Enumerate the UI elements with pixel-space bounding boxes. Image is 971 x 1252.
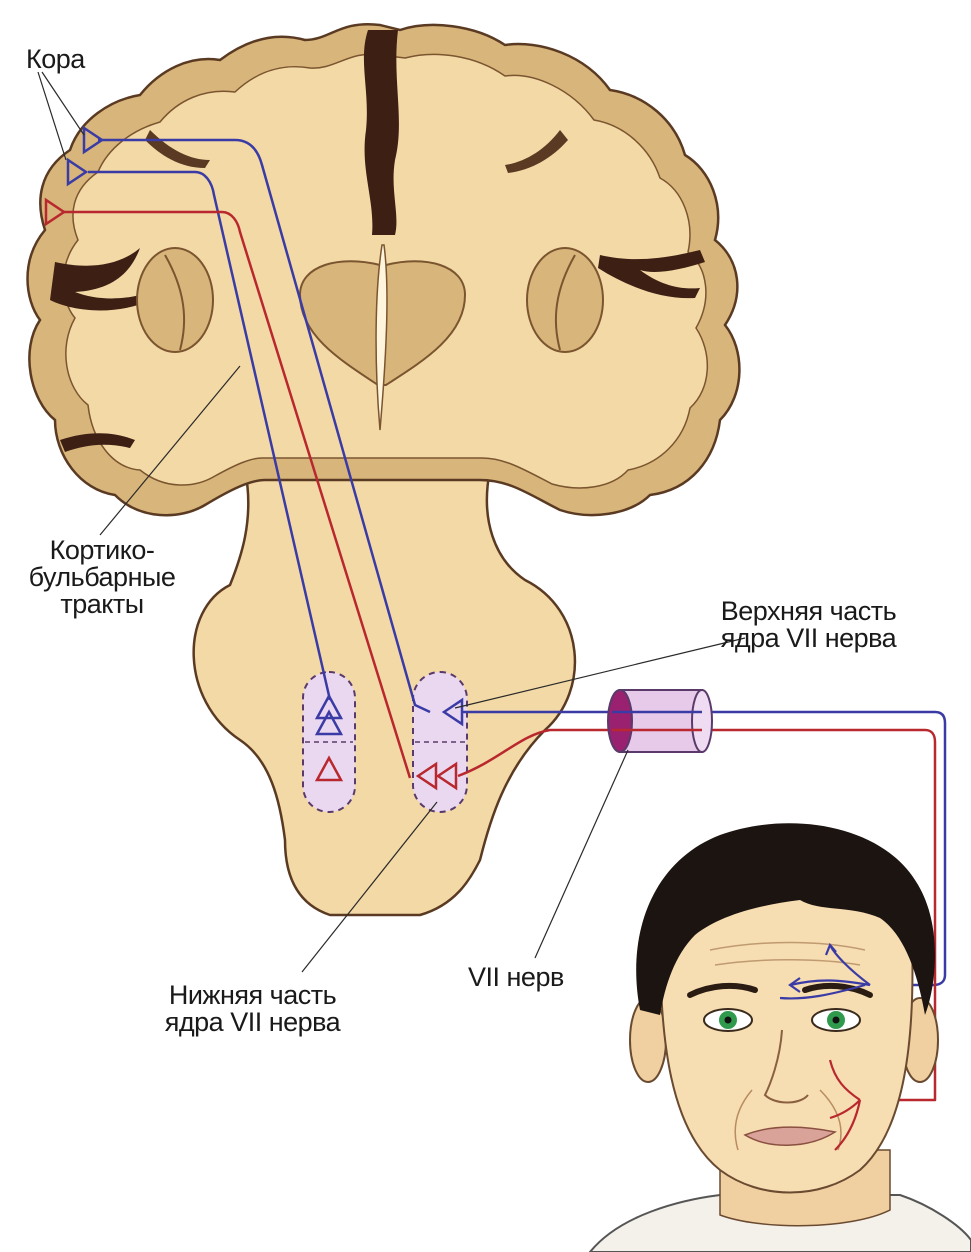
nerve-sheath-near-end xyxy=(608,690,632,752)
cortex-leader-2 xyxy=(38,72,66,160)
left-basal-ganglia xyxy=(137,248,213,352)
face-illustration xyxy=(590,823,971,1252)
upper-nucleus-label: Верхняя часть ядра VII нерва xyxy=(696,598,921,652)
nerve-leader xyxy=(535,750,628,958)
corticobulbar-label: Кортико- бульбарные тракты xyxy=(12,537,192,618)
right-nucleus xyxy=(413,672,467,812)
left-pupil xyxy=(725,1017,732,1024)
nerve-label: VII нерв xyxy=(468,964,564,991)
nerve-sheath xyxy=(608,690,712,752)
nerve-sheath-far-end xyxy=(692,690,712,752)
right-pupil xyxy=(833,1017,840,1024)
cortex-label: Кора xyxy=(26,46,85,73)
lower-nucleus-label: Нижняя часть ядра VII нерва xyxy=(140,982,365,1036)
right-basal-ganglia xyxy=(527,248,603,352)
brain-section xyxy=(28,24,740,915)
